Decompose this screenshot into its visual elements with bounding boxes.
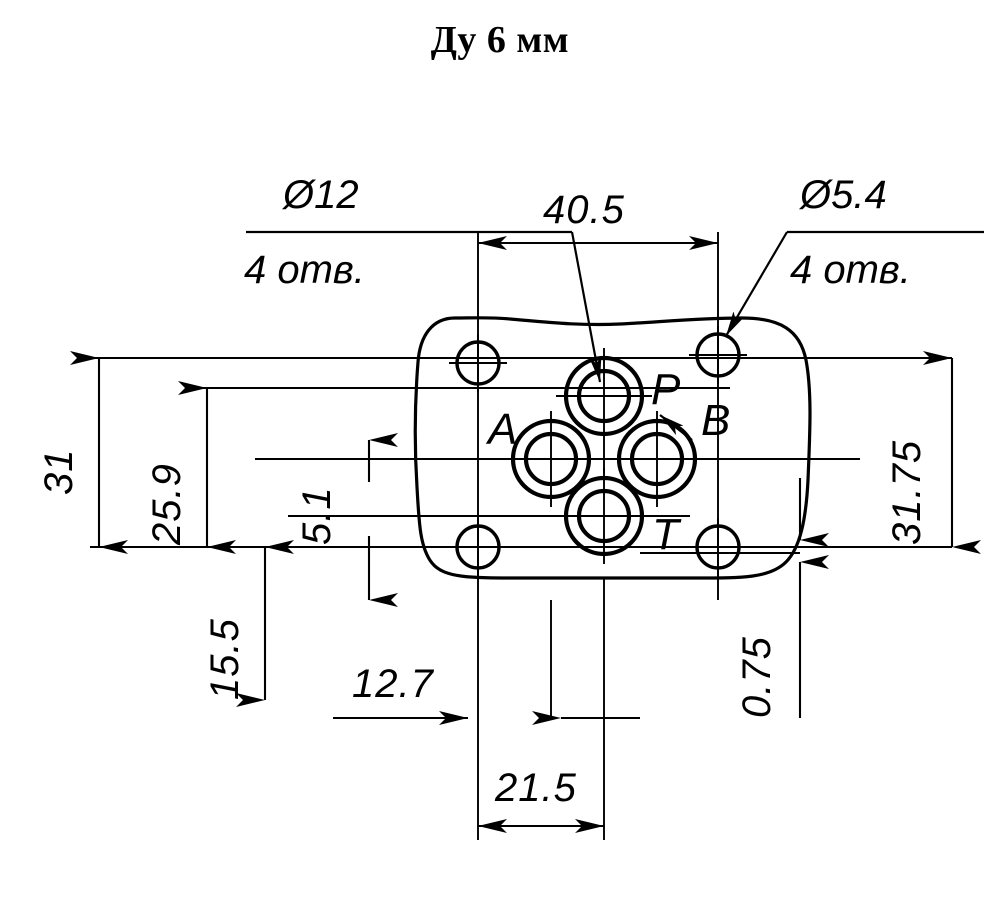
dim-40-5-value: 40.5 xyxy=(543,188,625,232)
port-b-label: B xyxy=(701,396,730,445)
dim-31-75-value: 31.75 xyxy=(885,440,929,545)
port-b-leader xyxy=(659,414,693,441)
dim-31-75: 31.75 xyxy=(885,351,981,554)
valve-body-outline xyxy=(413,316,812,580)
dim-15-5-value: 15.5 xyxy=(203,618,247,700)
port-a-bore xyxy=(503,411,599,507)
dim-40-5: 40.5 xyxy=(478,188,718,250)
right-callout-top: Ø5.4 xyxy=(798,173,887,217)
left-callout-top: Ø12 xyxy=(281,173,359,217)
port-p-label: P xyxy=(651,365,681,414)
dim-25-9: 25.9 xyxy=(145,381,236,554)
dim-15-5: 15.5 xyxy=(203,540,294,707)
port-t-label: T xyxy=(652,510,682,559)
port-t-bore xyxy=(556,468,652,564)
dim-5-1-value: 5.1 xyxy=(295,486,339,545)
left-callout-bottom: 4 отв. xyxy=(244,248,365,292)
projection-lines xyxy=(90,232,952,840)
dim-12-7: 12.7 xyxy=(333,662,640,725)
right-callout-leader xyxy=(725,230,984,337)
dim-21-5: 21.5 xyxy=(478,766,604,833)
port-p-bore xyxy=(556,348,652,444)
left-callout-leader xyxy=(246,230,602,383)
port-bores xyxy=(503,348,705,564)
right-callout-bottom: 4 отв. xyxy=(790,248,911,292)
dim-31-value: 31 xyxy=(37,449,81,496)
dim-5-1: 5.1 xyxy=(295,433,398,607)
dim-21-5-value: 21.5 xyxy=(494,766,577,810)
port-a-label: A xyxy=(485,405,517,454)
dim-0-75: 0.75 xyxy=(735,478,829,718)
dim-0-75-value: 0.75 xyxy=(735,636,779,718)
page-title: Ду 6 мм xyxy=(430,19,570,61)
dim-31: 31 xyxy=(37,351,128,554)
mounting-holes xyxy=(449,326,747,576)
dim-25-9-value: 25.9 xyxy=(145,463,189,546)
port-b-bore xyxy=(609,411,705,507)
dim-12-7-value: 12.7 xyxy=(352,662,435,706)
